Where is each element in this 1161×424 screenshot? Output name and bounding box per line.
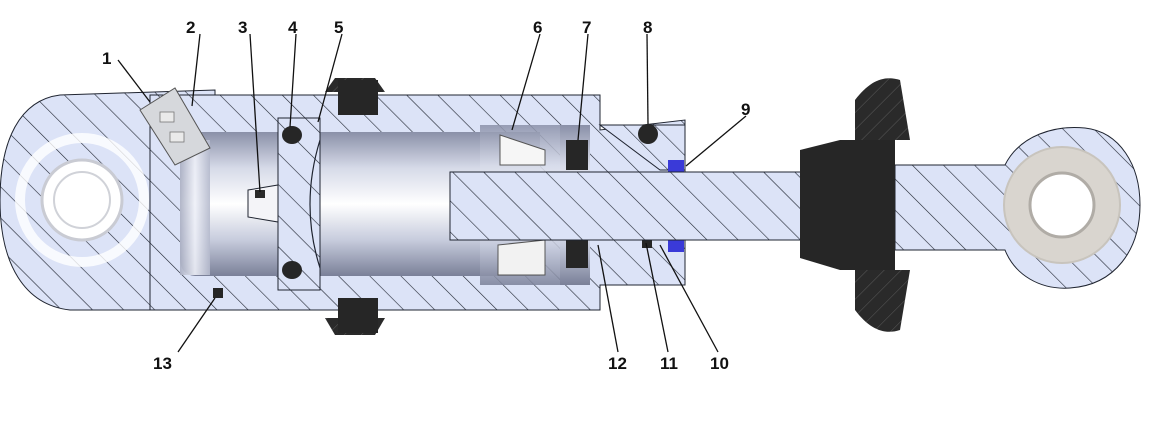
- piston-section: [247, 117, 321, 291]
- rod-end-eye: [894, 127, 1141, 289]
- callout-9: 9: [741, 100, 750, 119]
- o-ring-4: [282, 126, 302, 144]
- trunnion-cap-side: [325, 78, 385, 335]
- seal-lower: [566, 240, 588, 268]
- callout-3: 3: [238, 18, 247, 37]
- seal-11: [642, 238, 652, 248]
- callout-8: 8: [643, 18, 652, 37]
- cap-eye-bushing: [15, 133, 149, 267]
- callout-1: 1: [102, 49, 111, 68]
- callout-6: 6: [533, 18, 542, 37]
- callout-13: 13: [153, 354, 172, 373]
- callout-leaders: [117, 33, 747, 353]
- trunnion-rod-side: [800, 78, 910, 332]
- callout-2: 2: [186, 18, 195, 37]
- callout-11: 11: [660, 354, 678, 373]
- callout-5: 5: [334, 18, 343, 37]
- o-ring-lower: [282, 261, 302, 279]
- plug-13: [213, 288, 223, 298]
- callout-12: 12: [608, 354, 627, 373]
- callout-7: 7: [582, 18, 591, 37]
- wiper-10: [668, 238, 684, 252]
- callout-4: 4: [288, 18, 298, 37]
- callout-labels: 1 2 3 4 5 6 7 8 9 10 11 12 13: [102, 18, 750, 373]
- o-ring-8: [638, 124, 658, 144]
- bleed-valve: [139, 87, 211, 166]
- wiper-9: [668, 160, 684, 174]
- seal-7: [566, 140, 588, 170]
- callout-10: 10: [710, 354, 729, 373]
